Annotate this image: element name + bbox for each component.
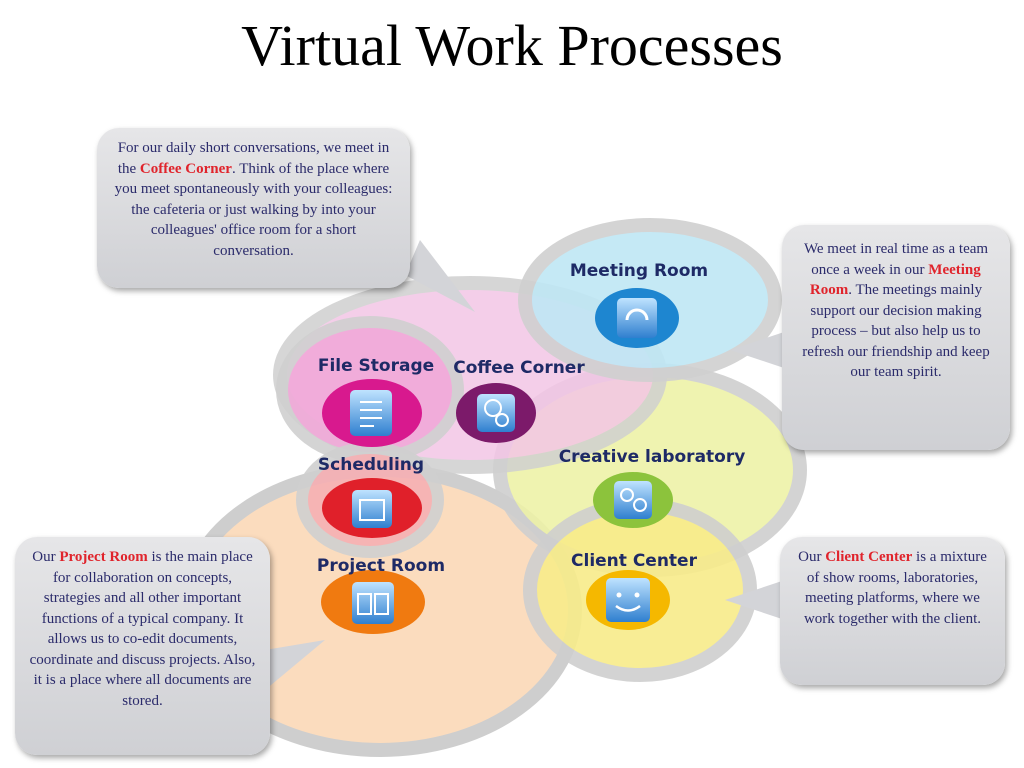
coffee-corner-callout: For our daily short conversations, we me… [97,128,410,288]
smiley-icon[interactable] [586,570,670,630]
label-project-room: Project Room [317,556,445,576]
callout-text: . Think of the place where you meet spon… [114,160,393,259]
creative-lab-icon[interactable] [593,472,673,528]
callout-text: For our daily short conversations, we me… [117,140,390,177]
chat-icon[interactable] [456,383,536,443]
callout-text: is a mixture of show rooms, laboratories… [803,549,987,627]
callout-text: We meet in real time as a team once a we… [803,241,989,278]
label-coffee-corner: Coffee Corner [453,358,585,378]
callout-highlight: Meeting Room [809,261,981,299]
project-callout-tail [265,640,325,690]
coffee-callout-tail [405,240,475,312]
callout-highlight: Client Center [825,549,913,565]
document-icon[interactable] [322,379,422,447]
callout-text: Our [798,549,826,565]
client-center-callout: Our Client Center is a mixture of show r… [780,537,1005,685]
calendar-icon[interactable] [322,478,422,538]
callout-text: . The meetings mainly support our decisi… [802,282,990,380]
headset-icon[interactable] [595,288,679,348]
callout-text: Our [32,549,60,565]
label-file-storage: File Storage [318,356,434,376]
client-callout-tail [725,580,785,620]
book-icon[interactable] [321,570,425,634]
slide-title: Virtual Work Processes [241,13,783,78]
label-meeting-room: Meeting Room [570,261,708,281]
label-creative-laboratory: Creative laboratory [559,447,746,467]
label-scheduling: Scheduling [318,455,424,475]
callout-highlight: Coffee Corner [139,160,232,177]
meeting-callout-tail [730,330,790,370]
project-room-callout: Our Project Room is the main place for c… [15,537,270,755]
meeting-room-callout: We meet in real time as a team once a we… [782,225,1010,450]
callout-highlight: Project Room [59,549,148,565]
label-client-center: Client Center [571,551,698,571]
callout-text: is the main place for collaboration on c… [29,549,256,709]
